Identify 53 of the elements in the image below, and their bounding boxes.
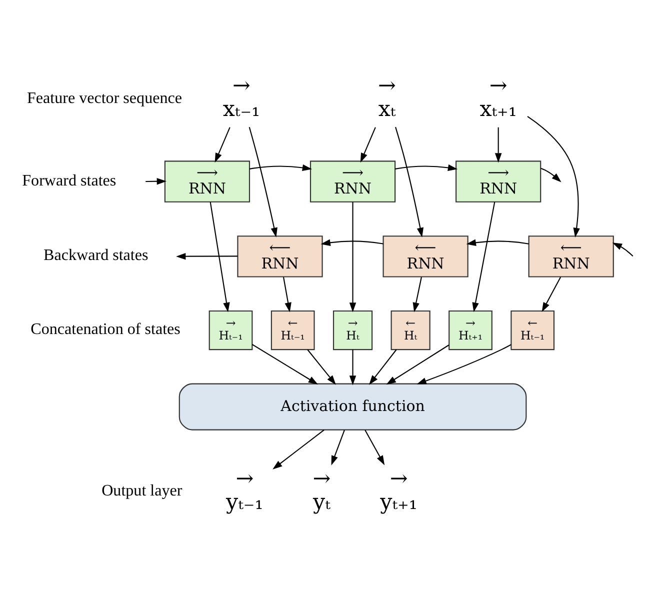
arrow	[395, 126, 424, 237]
arrow	[272, 428, 324, 469]
arrow	[527, 116, 580, 238]
node-box: ⟵ RNN	[528, 235, 614, 277]
node-box: ← Hₜ₋₁	[510, 310, 555, 350]
node-box: ⟶ RNN	[310, 160, 396, 202]
arrow	[360, 126, 376, 162]
node-box: ⟵ RNN	[237, 235, 323, 277]
node-text: → yₜ₋₁	[226, 466, 264, 515]
label: Output layer	[102, 482, 182, 500]
node-text: → yₜ₊₁	[380, 466, 418, 515]
node-box: ⟶ RNN	[456, 160, 542, 202]
arrow	[320, 238, 384, 246]
arrow	[369, 348, 397, 384]
node-box: ← Hₜ	[390, 310, 430, 350]
node-text: → yₜ	[312, 466, 331, 515]
arrow	[250, 164, 312, 171]
arrow	[494, 126, 502, 162]
arrow	[395, 164, 458, 171]
arrow	[542, 276, 562, 312]
arrow	[364, 429, 385, 465]
arrow	[282, 276, 292, 312]
node-box: ⟵ RNN	[382, 235, 468, 277]
node-box: Activation function	[178, 382, 527, 430]
arrow	[146, 177, 166, 184]
node-box: ⟶ RNN	[164, 160, 250, 202]
arrow	[176, 252, 238, 260]
arrow	[416, 344, 512, 384]
arrow	[349, 349, 356, 385]
node-box: ← Hₜ₋₁	[270, 310, 315, 350]
arrow	[386, 344, 450, 384]
arrow	[307, 348, 336, 384]
node-text: → xₜ₋₁	[222, 73, 260, 122]
node-box: → Hₜ	[332, 310, 373, 350]
label: Feature vector sequence	[26, 89, 182, 106]
node-box: → Hₜ₋₁	[208, 310, 253, 350]
node-text: → xₜ₊₁	[480, 73, 517, 122]
label: Backward states	[44, 246, 148, 264]
node-box: → Hₜ₊₁	[448, 310, 492, 350]
arrow	[214, 126, 230, 162]
label: Concatenation of states	[30, 320, 180, 338]
arrow	[248, 126, 278, 237]
arrow	[210, 201, 230, 312]
arrow	[252, 344, 318, 384]
node-text: → xₜ	[378, 73, 396, 122]
arrow	[412, 276, 422, 312]
arrow	[331, 429, 345, 465]
label: Forward states	[22, 172, 116, 189]
arrow	[612, 242, 634, 256]
arrow	[472, 201, 496, 312]
arrow	[466, 238, 529, 246]
arrow	[349, 202, 356, 312]
arrow	[540, 167, 562, 182]
